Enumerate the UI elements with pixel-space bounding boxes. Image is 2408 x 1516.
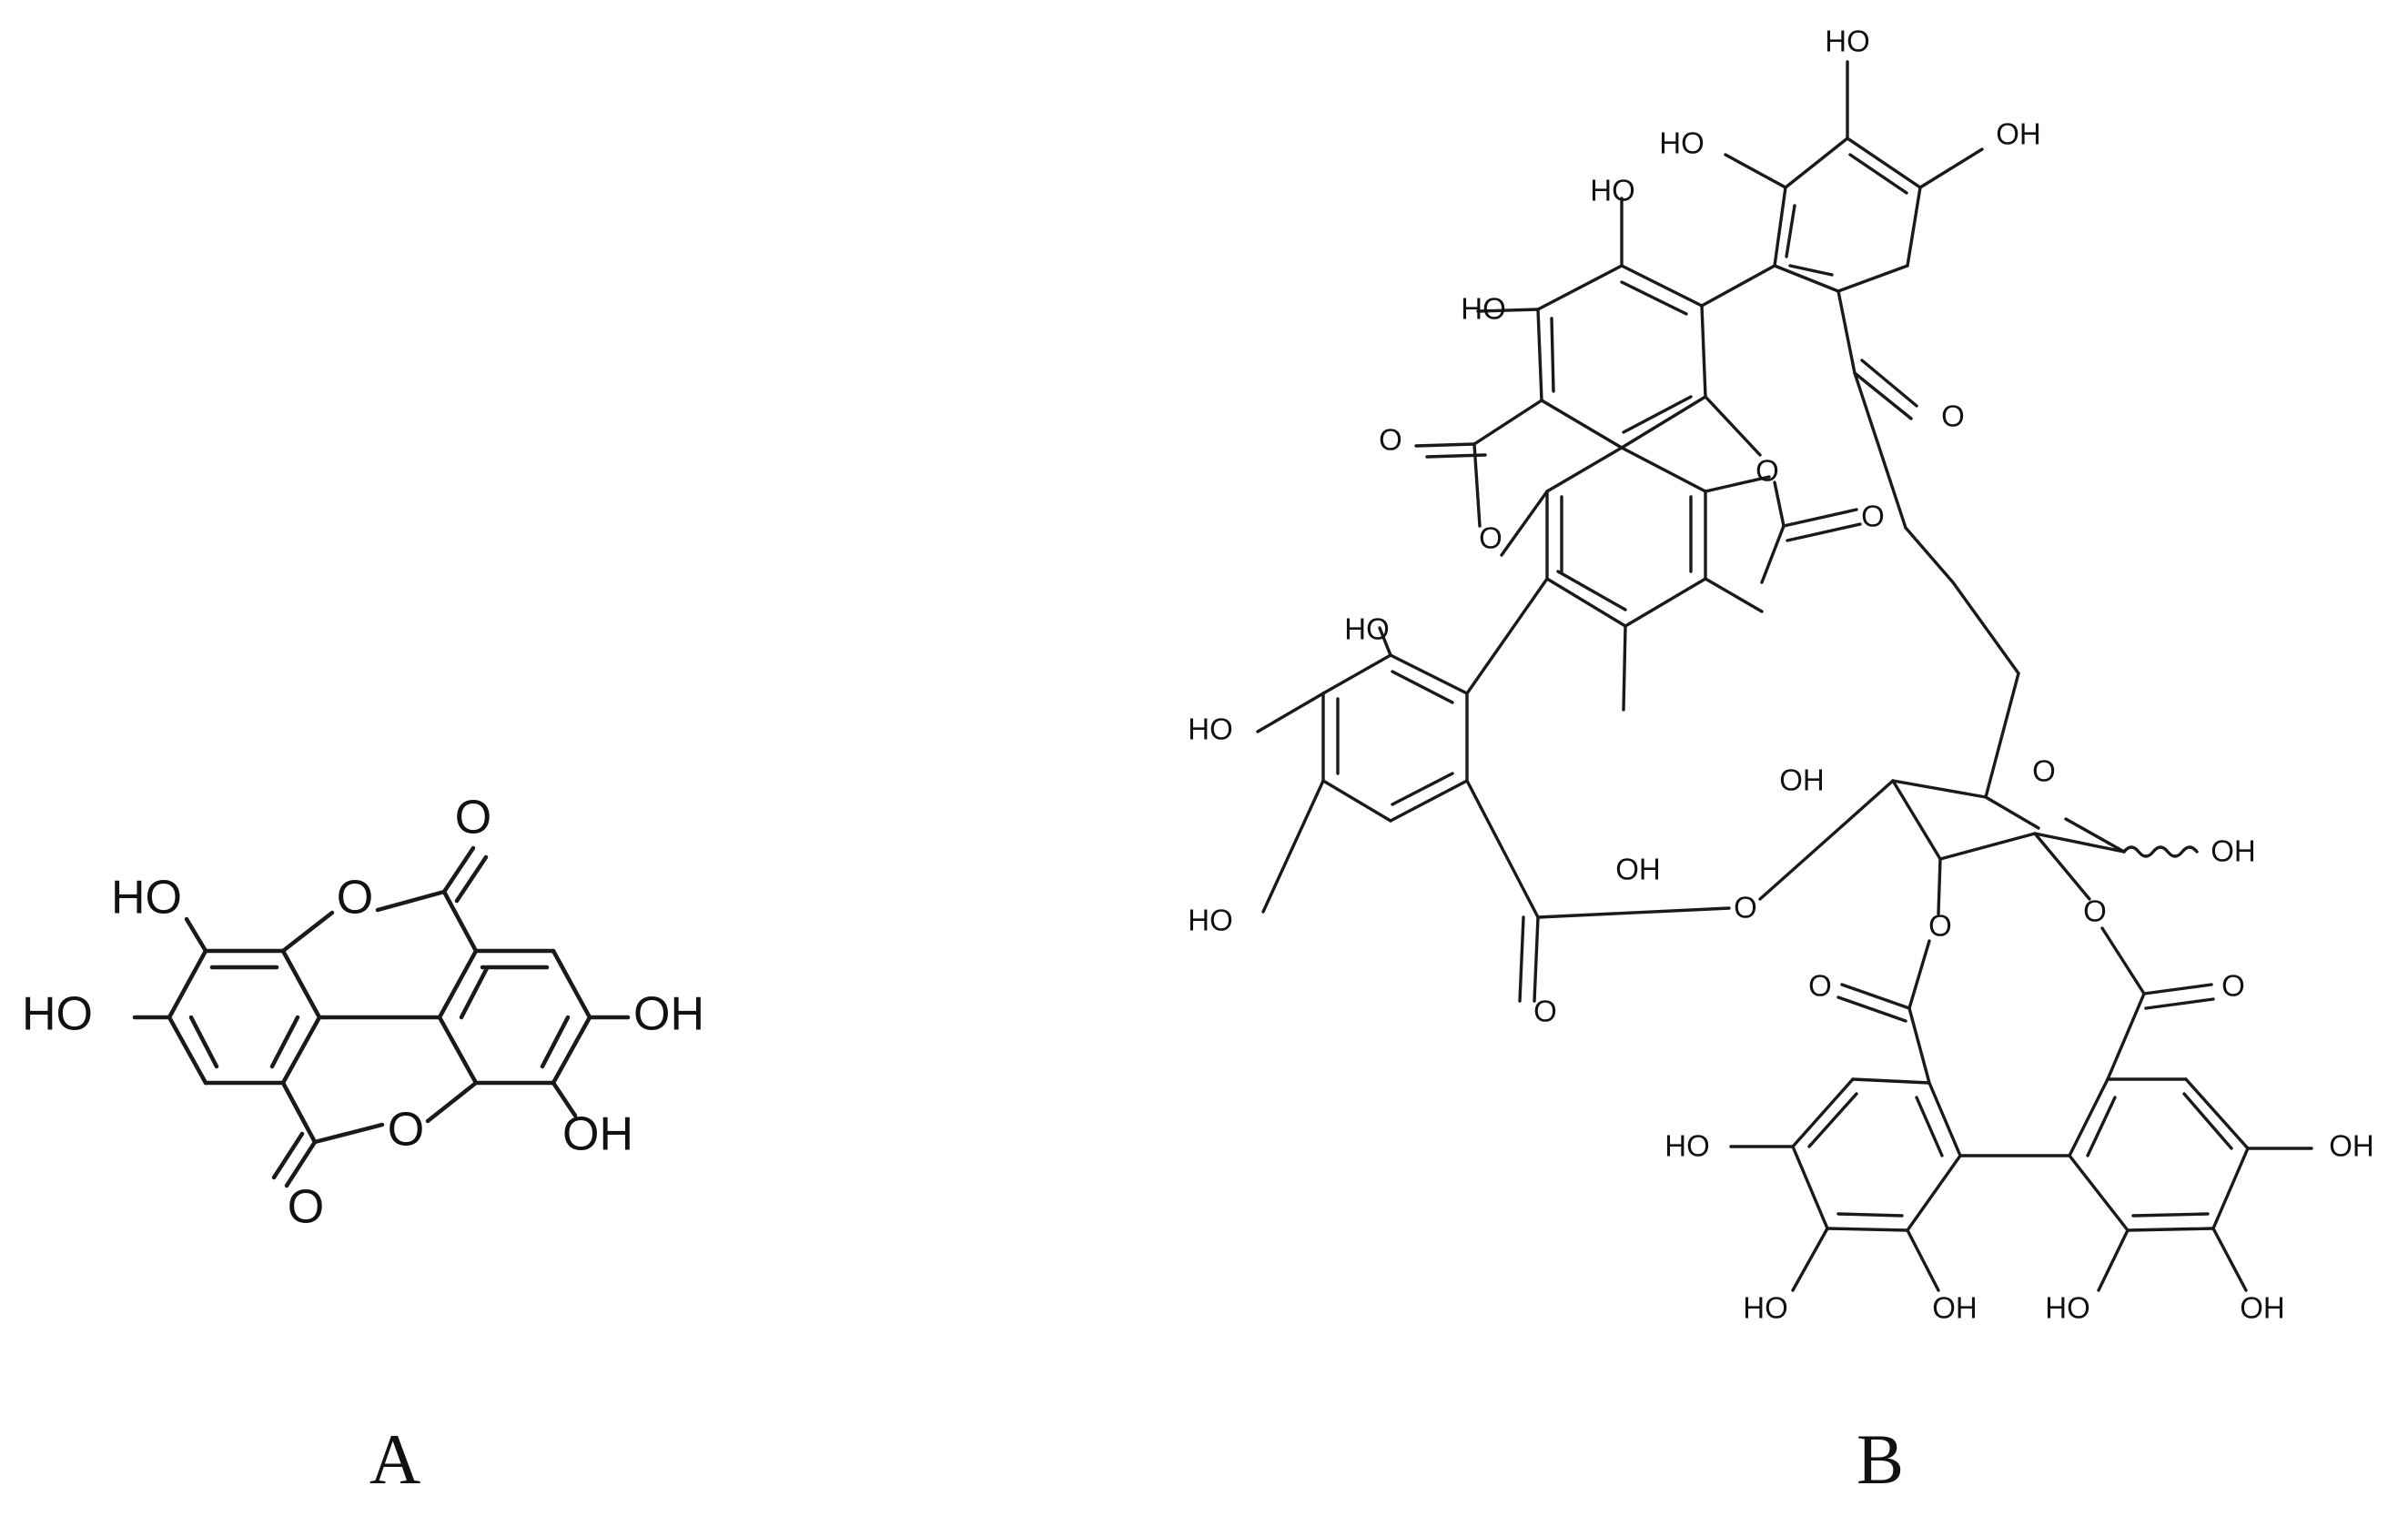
structure-b: HO HO OH HO HO O O O O HO HO HO OH OH O …: [1188, 25, 2374, 1499]
atom-label: OH: [562, 1108, 633, 1161]
atom-label: O: [1734, 891, 1757, 925]
atom-label: O: [1755, 454, 1779, 488]
atom-label: HO: [1825, 25, 1870, 58]
atom-label: O: [455, 792, 491, 844]
atom-label: HO: [1461, 292, 1506, 326]
structure-b-bonds: [1256, 60, 2313, 1292]
atom-label: HO: [1590, 174, 1635, 207]
atom-label: O: [1479, 521, 1502, 555]
atom-label: O: [2221, 969, 2245, 1003]
atom-label: HO: [1188, 904, 1233, 937]
atom-label: HO: [1188, 713, 1233, 746]
atom-label: O: [288, 1181, 324, 1234]
atom-label: O: [388, 1104, 424, 1157]
atom-label: O: [1808, 969, 1832, 1003]
atom-label: O: [1861, 500, 1885, 533]
atom-label: OH: [2329, 1129, 2374, 1163]
atom-label: HO: [1659, 126, 1705, 160]
structure-a-bonds: [132, 845, 631, 1188]
atom-label: HO: [1664, 1129, 1710, 1163]
atom-label: OH: [1615, 853, 1661, 886]
atom-label: OH: [2211, 834, 2256, 868]
atom-label: O: [1941, 399, 1965, 433]
atom-label: OH: [633, 988, 704, 1041]
structure-b-atoms: HO HO OH HO HO O O O O HO HO HO OH OH O …: [1188, 25, 2374, 1325]
panel-b-label: B: [1857, 1420, 1904, 1499]
atom-label: OH: [2240, 1291, 2285, 1325]
atom-label: HO: [1344, 612, 1390, 646]
atom-label: OH: [1996, 117, 2041, 151]
atom-label: O: [2083, 894, 2107, 928]
atom-label: O: [1533, 995, 1557, 1028]
structure-a: O HO HO OH OH O O O A: [22, 792, 704, 1499]
atom-label: HO: [22, 988, 93, 1041]
atom-label: O: [1379, 423, 1402, 457]
atom-label: O: [2032, 754, 2056, 788]
atom-label: HO: [2045, 1291, 2090, 1325]
atom-label: O: [1928, 909, 1952, 943]
atom-label: HO: [111, 872, 182, 925]
structure-a-atoms: O HO HO OH OH O O O: [22, 792, 704, 1234]
atom-label: OH: [1779, 763, 1825, 797]
atom-label: O: [337, 872, 373, 925]
panel-a-label: A: [369, 1420, 420, 1499]
atom-label: OH: [1932, 1291, 1978, 1325]
atom-label: HO: [1743, 1291, 1788, 1325]
